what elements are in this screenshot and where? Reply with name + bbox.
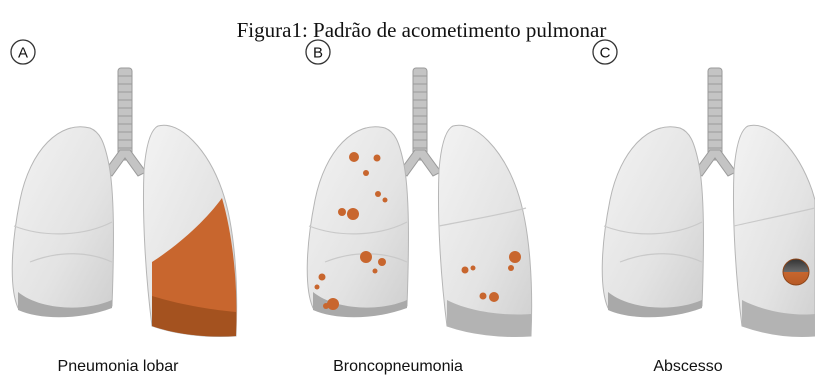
trachea-a: [104, 68, 146, 176]
trachea-b: [399, 68, 441, 176]
panel-a: A: [11, 40, 237, 337]
badge-c-label: C: [600, 45, 611, 62]
abscess-cavity: [783, 259, 809, 285]
caption-pneumonia-lobar: Pneumonia lobar: [8, 358, 228, 376]
right-lung-a: [12, 127, 113, 318]
badge-a: A: [11, 40, 35, 64]
panel-c: C: [593, 40, 815, 337]
badge-b: B: [306, 40, 330, 64]
caption-abscesso: Abscesso: [578, 358, 798, 376]
left-lung-a: [143, 125, 236, 336]
left-lung-c: [733, 125, 815, 336]
badge-a-label: A: [18, 45, 28, 62]
panel-b: B: [306, 40, 532, 337]
left-lung-b: [438, 125, 531, 336]
badge-b-label: B: [313, 45, 323, 62]
caption-broncopneumonia: Broncopneumonia: [288, 358, 508, 376]
badge-c: C: [593, 40, 617, 64]
right-lung-c: [602, 127, 703, 318]
trachea-c: [694, 68, 736, 176]
